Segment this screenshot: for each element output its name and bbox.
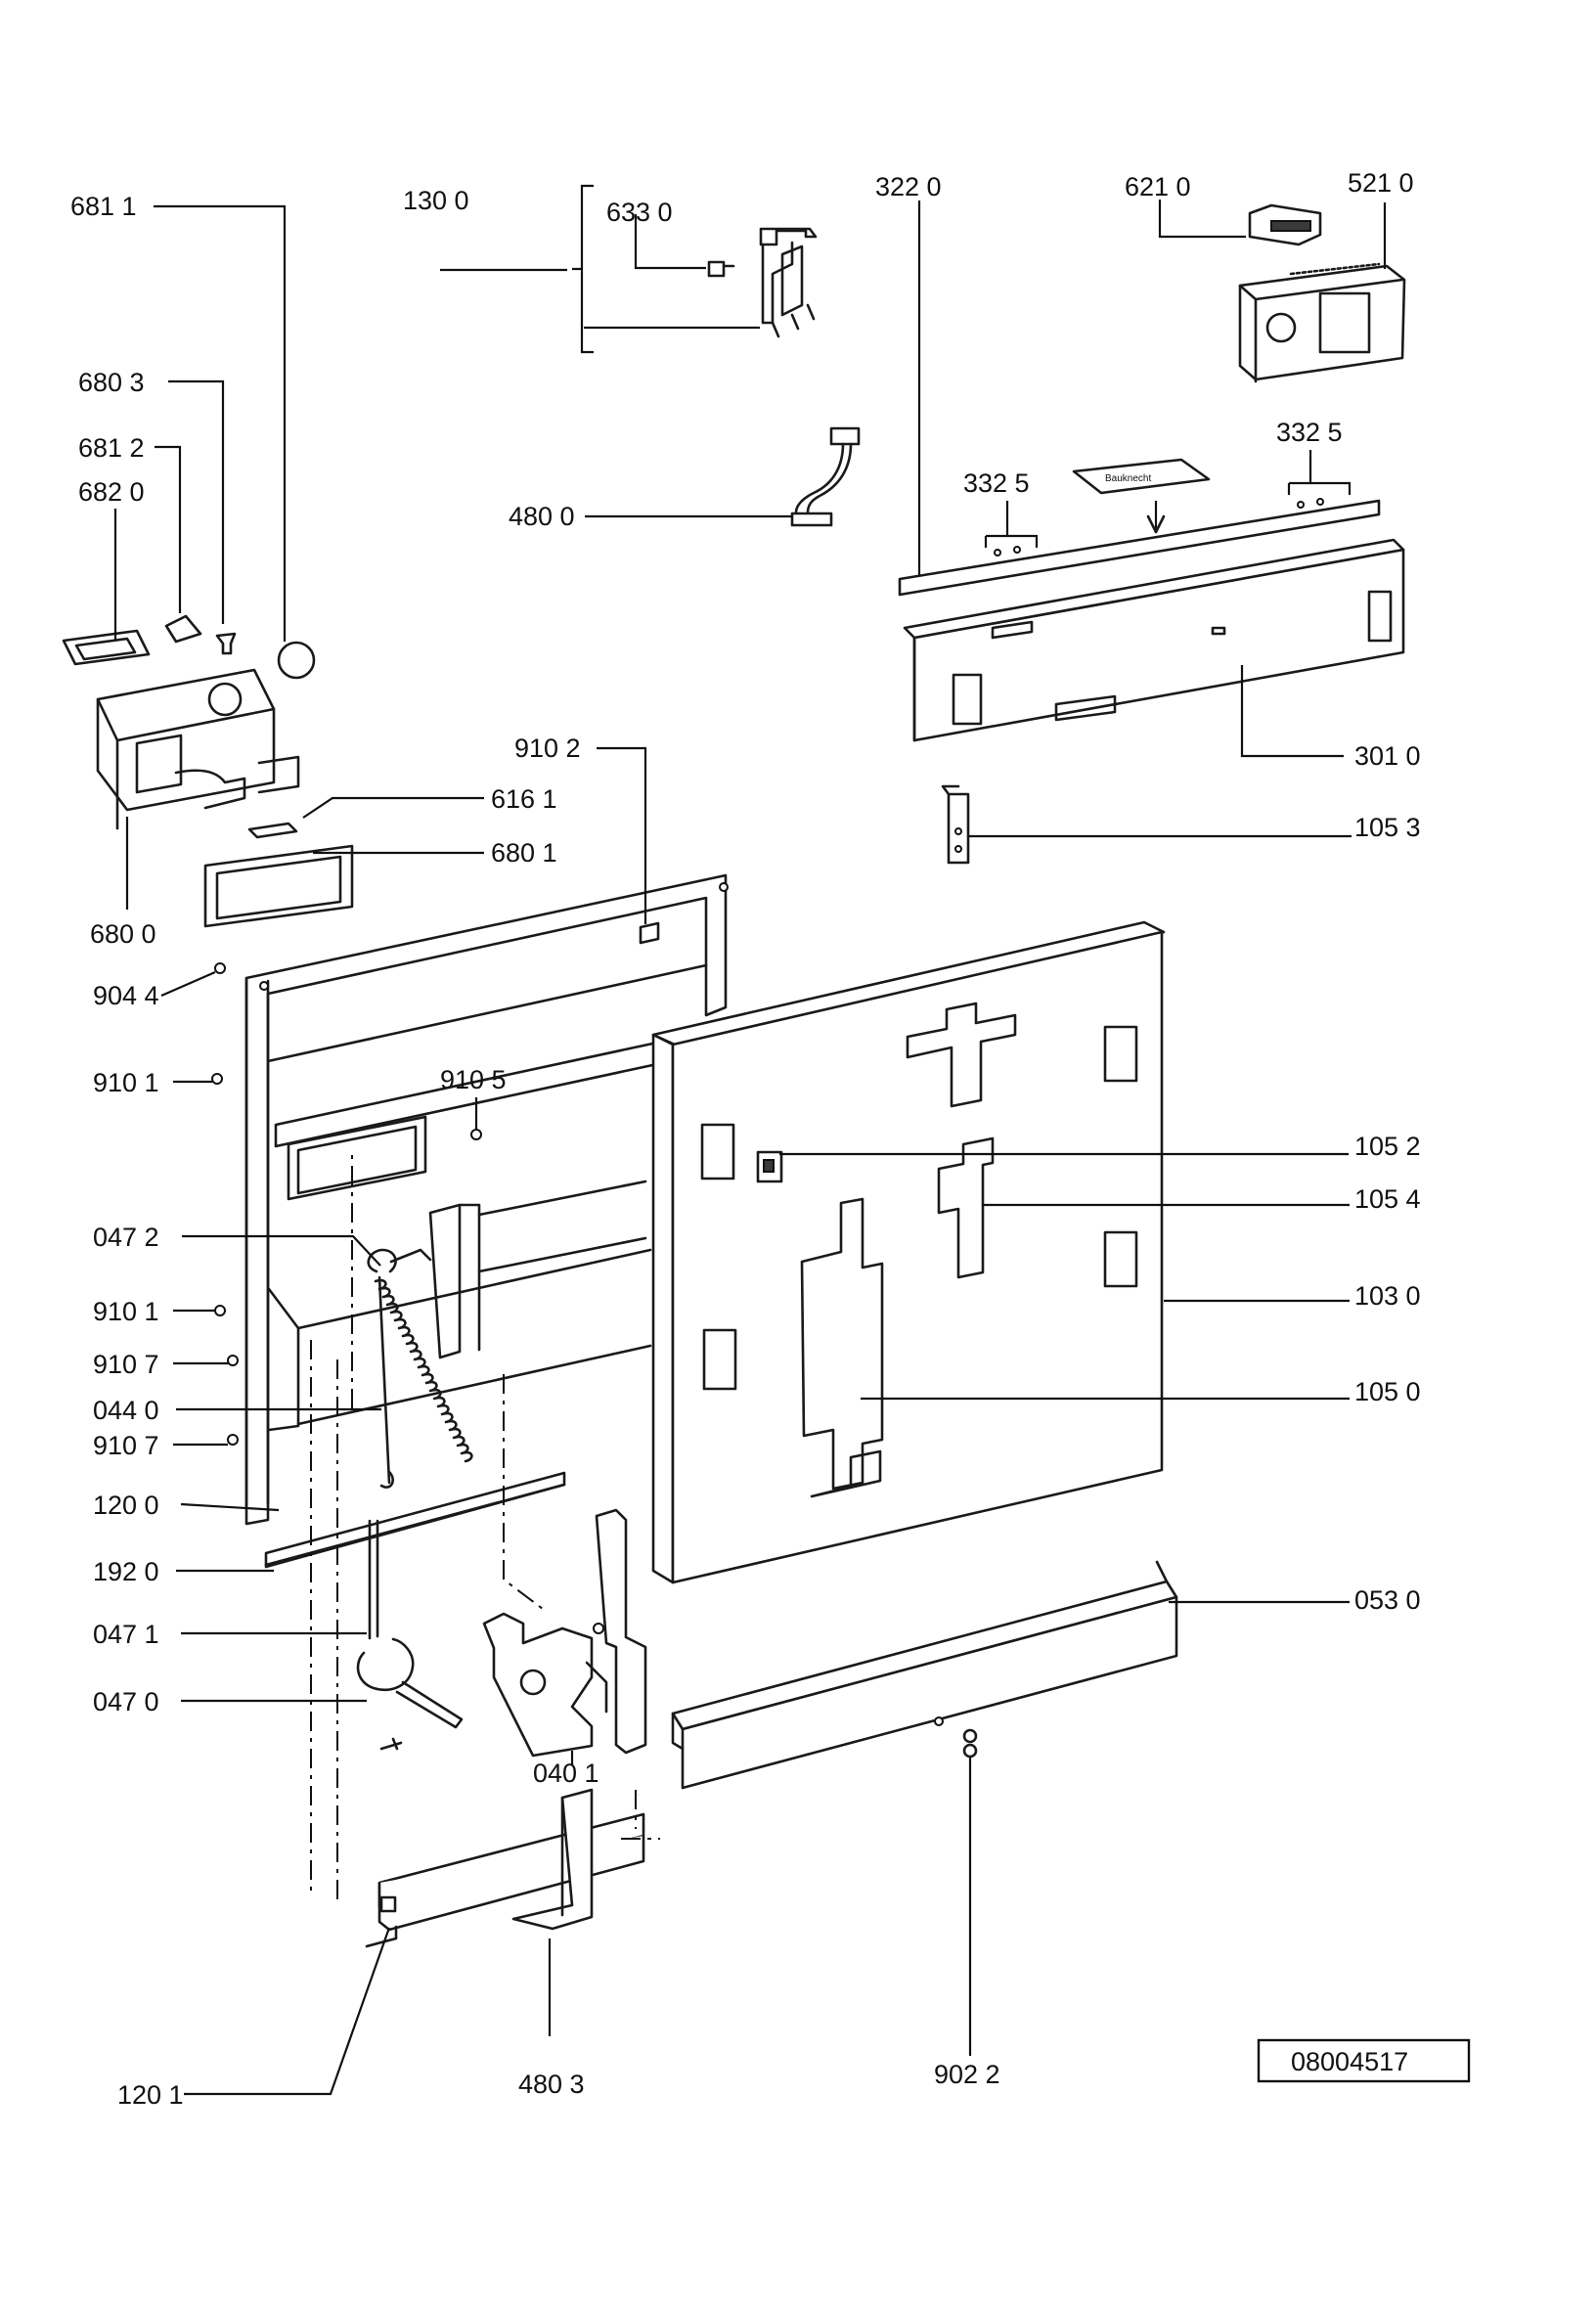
- part-screw-902: [962, 1728, 978, 1759]
- callout-621-0: 621 0: [1125, 172, 1191, 201]
- part-door-lock-assembly: [707, 227, 818, 338]
- callout-047-1: 047 1: [93, 1620, 159, 1649]
- callout-332-5-left: 332 5: [963, 468, 1030, 498]
- part-hinge: [482, 1508, 647, 1758]
- part-l-bracket: [511, 1788, 594, 1931]
- callout-910-1-lower: 910 1: [93, 1297, 159, 1326]
- callout-120-0: 120 0: [93, 1491, 159, 1520]
- callout-910-5: 910 5: [440, 1065, 507, 1094]
- part-detergent-dispenser: [62, 614, 300, 839]
- callout-044-0: 044 0: [93, 1396, 159, 1425]
- callout-616-1: 616 1: [491, 784, 557, 814]
- callout-047-2: 047 2: [93, 1223, 159, 1252]
- drawing-number-box: 08004517: [1257, 2038, 1471, 2083]
- callout-681-1: 681 1: [70, 192, 137, 221]
- callout-105-2: 105 2: [1354, 1132, 1421, 1161]
- callout-192-0: 192 0: [93, 1557, 159, 1586]
- part-control-panel-strip: Bauknecht: [898, 458, 1381, 597]
- callout-040-1: 040 1: [533, 1759, 599, 1788]
- assembly-guide-lines: [310, 1154, 660, 1902]
- part-spring: [367, 1248, 473, 1489]
- callout-521-0: 521 0: [1348, 168, 1414, 198]
- callout-053-0: 053 0: [1354, 1585, 1421, 1615]
- svg-text:Bauknecht: Bauknecht: [1105, 473, 1151, 484]
- leader-lines: [113, 184, 1387, 2096]
- part-inner-door-frame: [244, 873, 729, 1526]
- callout-480-0: 480 0: [509, 502, 575, 531]
- callout-480-3: 480 3: [518, 2070, 585, 2099]
- part-cable-harness: [790, 426, 861, 527]
- drawing-number: 08004517: [1291, 2047, 1408, 2076]
- callout-910-1-upper: 910 1: [93, 1068, 159, 1097]
- part-hinge-bracket: [941, 784, 970, 865]
- callout-680-0: 680 0: [90, 919, 156, 949]
- part-connector-module: [1248, 203, 1322, 246]
- callout-labels: 681 1 130 0 633 0 322 0 621 0 521 0 680 …: [70, 168, 1421, 2110]
- callout-680-3: 680 3: [78, 368, 145, 397]
- part-rail-strip: [264, 1471, 566, 1569]
- callout-902-2: 902 2: [934, 2060, 1000, 2089]
- callout-105-4: 105 4: [1354, 1184, 1421, 1214]
- callout-047-0: 047 0: [93, 1687, 159, 1716]
- callout-103-0: 103 0: [1354, 1281, 1421, 1311]
- part-hinge-cable: [356, 1519, 464, 1751]
- callout-904-4: 904 4: [93, 981, 159, 1010]
- part-dispenser-seal: [203, 844, 354, 928]
- part-round-knob: [277, 641, 316, 680]
- callout-322-0: 322 0: [875, 172, 942, 201]
- callout-681-2: 681 2: [78, 433, 145, 463]
- callout-120-1: 120 1: [117, 2080, 184, 2110]
- part-screws: [211, 962, 482, 1446]
- part-lower-door-strip: [365, 1812, 645, 1948]
- part-kick-plate: [671, 1560, 1178, 1790]
- callout-910-2: 910 2: [514, 734, 581, 763]
- part-electronic-board: [1238, 262, 1406, 383]
- callout-332-5-right: 332 5: [1276, 418, 1343, 447]
- callout-680-1: 680 1: [491, 838, 557, 868]
- part-outer-door-panel: [651, 920, 1166, 1584]
- callout-105-0: 105 0: [1354, 1377, 1421, 1406]
- part-control-panel: [903, 538, 1405, 742]
- callout-682-0: 682 0: [78, 477, 145, 507]
- callout-633-0: 633 0: [606, 198, 673, 227]
- callout-910-7-upper: 910 7: [93, 1350, 159, 1379]
- callout-130-0: 130 0: [403, 186, 469, 215]
- callout-105-3: 105 3: [1354, 813, 1421, 842]
- callout-301-0: 301 0: [1354, 741, 1421, 771]
- callout-910-7-lower: 910 7: [93, 1431, 159, 1460]
